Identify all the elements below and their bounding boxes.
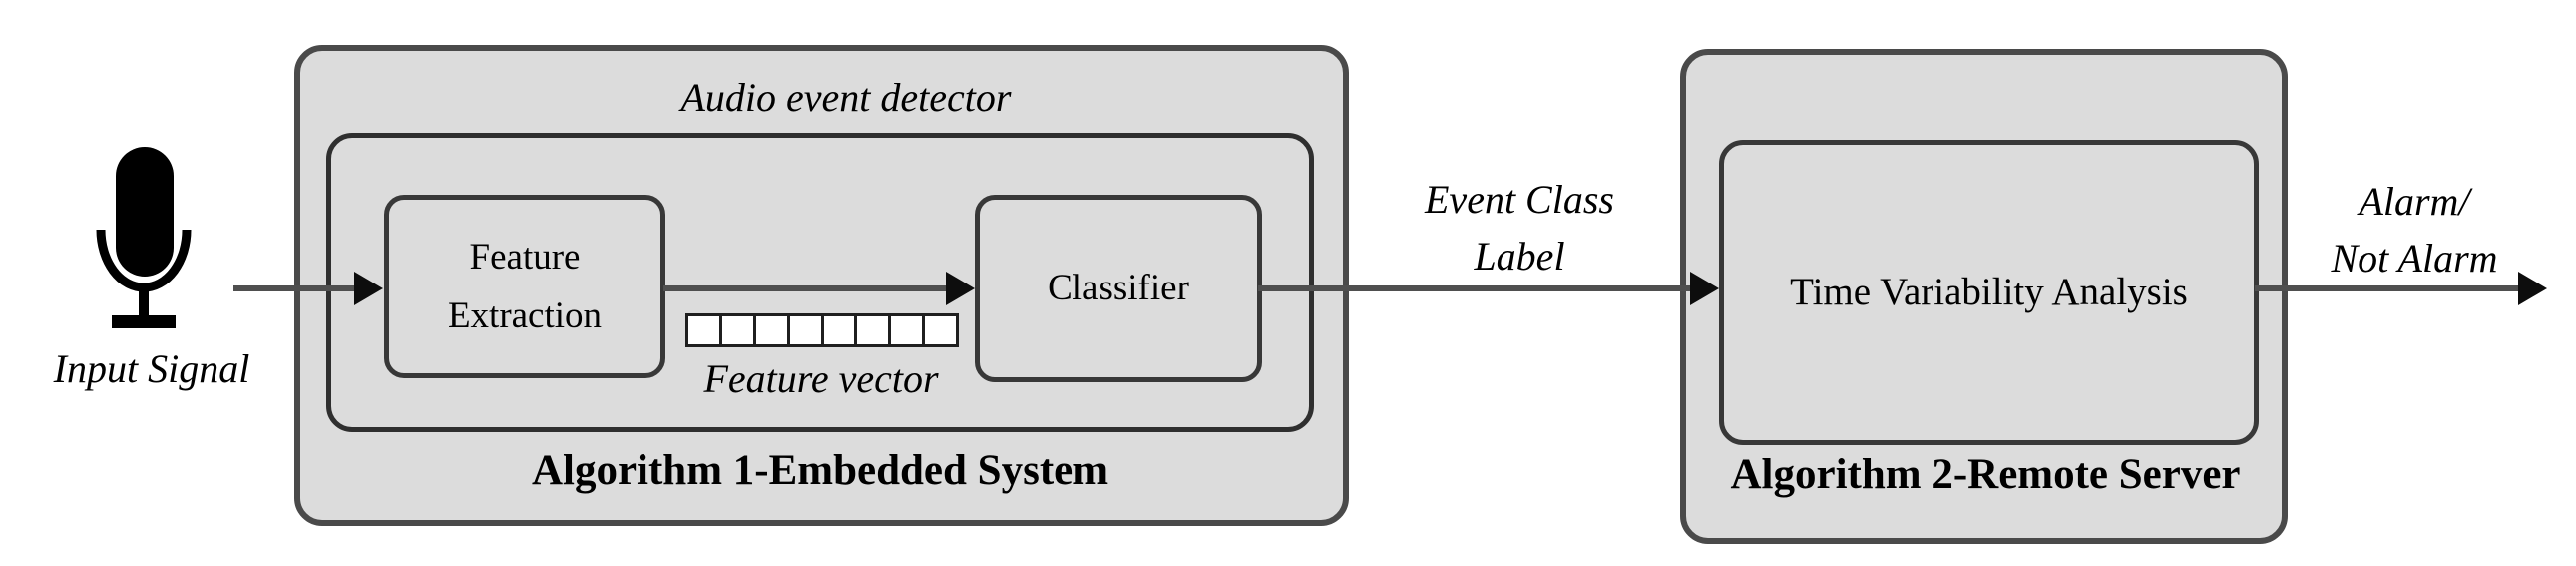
feature-vector-cell [820, 316, 855, 344]
feature-vector-cell [922, 316, 956, 344]
feature-arrowhead-icon [946, 272, 975, 305]
feature-vector-cell [752, 316, 787, 344]
input-signal-label: Input Signal [53, 346, 250, 391]
feature-vector-label: Feature vector [703, 356, 939, 401]
feature-vector-cells [685, 313, 959, 347]
event-class-flow-line [1258, 285, 1692, 291]
alarm-output-label-line2: Not Alarm [2331, 235, 2498, 281]
audio-event-detector-title: Audio event detector [680, 75, 1012, 120]
feature-extraction-box: Feature Extraction [384, 195, 665, 378]
feature-vector-cell [786, 316, 821, 344]
feature-extraction-label-line1: Feature [469, 236, 581, 278]
feature-vector-cell [888, 316, 923, 344]
time-variability-analysis-label: Time Variability Analysis [1790, 270, 2188, 313]
microphone-icon [96, 147, 192, 328]
event-class-arrowhead-icon [1690, 272, 1719, 305]
remote-server-caption: Algorithm 2-Remote Server [1730, 451, 2241, 498]
feature-extraction-label-line2: Extraction [447, 295, 603, 336]
event-class-label: Event Class Label [1370, 172, 1669, 285]
embedded-system-caption: Algorithm 1-Embedded System [531, 447, 1109, 494]
input-arrowhead-icon [354, 272, 383, 305]
feature-vector-cell [854, 316, 889, 344]
alarm-output-label: Alarm/ Not Alarm [2265, 174, 2564, 287]
event-class-label-line2: Label [1474, 233, 1565, 279]
classifier-box: Classifier [975, 195, 1262, 382]
output-arrowhead-icon [2518, 272, 2547, 305]
input-flow-line [233, 285, 355, 291]
time-variability-analysis-box: Time Variability Analysis [1719, 140, 2259, 445]
alarm-output-label-line1: Alarm/ [2359, 179, 2470, 224]
feature-vector-cell [718, 316, 753, 344]
output-flow-line [2255, 285, 2520, 291]
event-class-label-line1: Event Class [1425, 177, 1614, 222]
feature-vector-cell [688, 316, 719, 344]
classifier-label: Classifier [1048, 268, 1189, 309]
feature-flow-line [663, 285, 948, 291]
